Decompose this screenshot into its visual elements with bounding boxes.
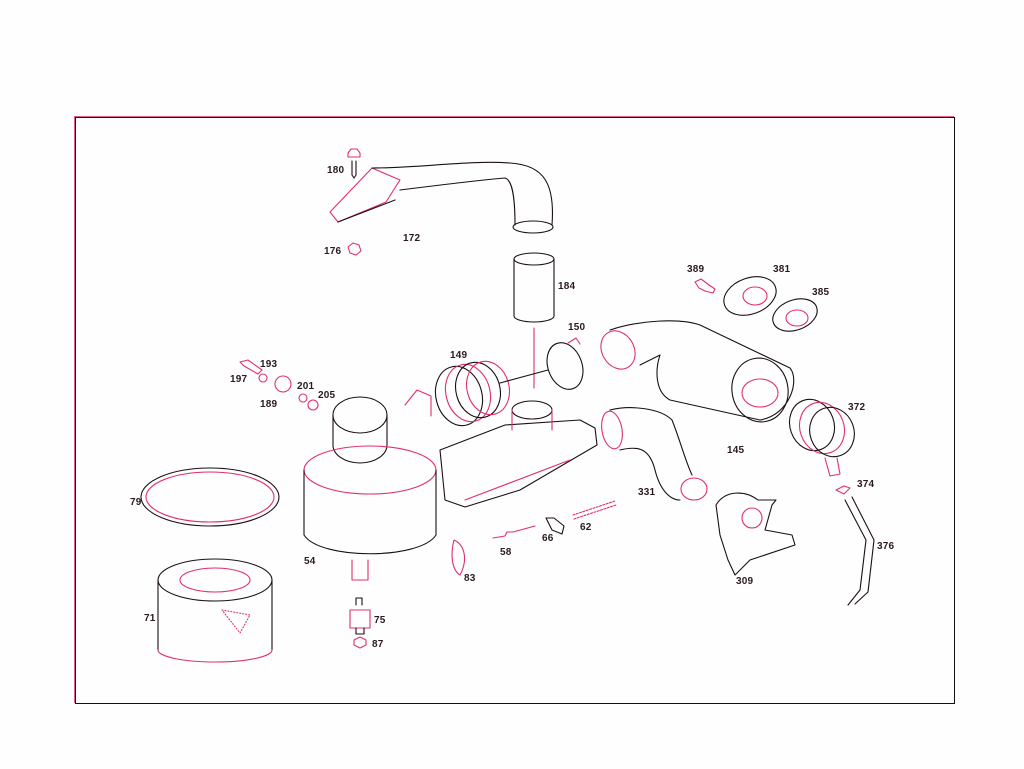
part-label-71[interactable]: 71 (144, 613, 156, 624)
part-label-309[interactable]: 309 (736, 576, 754, 587)
part-label-331[interactable]: 331 (638, 487, 656, 498)
sensor-58-icon (493, 526, 535, 538)
part-label-376[interactable]: 376 (877, 541, 895, 552)
part-label-184[interactable]: 184 (558, 281, 576, 292)
part-label-189[interactable]: 189 (260, 399, 278, 410)
clip-374-icon (836, 486, 850, 494)
part-label-83[interactable]: 83 (464, 573, 476, 584)
gasket-385-icon (768, 293, 821, 337)
pipe-331-icon (599, 408, 707, 500)
air-pipe-icon (440, 401, 597, 507)
part-label-58[interactable]: 58 (500, 547, 512, 558)
nut-87-icon (354, 637, 366, 648)
gasket-66-icon (546, 518, 564, 534)
bellows-372-icon (782, 393, 861, 476)
part-label-145[interactable]: 145 (727, 445, 745, 456)
bracket-309-icon (716, 493, 795, 575)
mounting-hardware-icon (240, 360, 318, 410)
part-label-374[interactable]: 374 (857, 479, 875, 490)
hose-clamp-150-icon (541, 338, 589, 395)
part-label-75[interactable]: 75 (374, 615, 386, 626)
part-label-205[interactable]: 205 (318, 390, 336, 401)
part-label-62[interactable]: 62 (580, 522, 592, 533)
filter-element-71-icon (158, 559, 272, 662)
part-label-150[interactable]: 150 (568, 322, 586, 333)
part-label-180[interactable]: 180 (327, 165, 345, 176)
filter-housing-54-icon (304, 390, 436, 580)
part-label-149[interactable]: 149 (450, 350, 468, 361)
part-label-197[interactable]: 197 (230, 374, 248, 385)
spring-62-icon (573, 501, 616, 519)
part-label-381[interactable]: 381 (773, 264, 791, 275)
part-label-372[interactable]: 372 (848, 402, 866, 413)
part-label-79[interactable]: 79 (130, 497, 142, 508)
part-label-201[interactable]: 201 (297, 381, 315, 392)
part-label-176[interactable]: 176 (324, 246, 342, 257)
part-label-389[interactable]: 389 (687, 264, 705, 275)
intake-duct-172-icon (330, 162, 553, 233)
part-label-193[interactable]: 193 (260, 359, 278, 370)
clip-83-icon (452, 540, 465, 575)
part-label-54[interactable]: 54 (304, 556, 316, 567)
diagram-frame (75, 117, 955, 704)
rubber-mount-75-icon (350, 598, 370, 634)
part-label-172[interactable]: 172 (403, 233, 421, 244)
nut-176-icon (348, 243, 361, 255)
part-label-87[interactable]: 87 (372, 639, 384, 650)
intake-elbow-145-icon (594, 321, 794, 427)
part-label-66[interactable]: 66 (542, 533, 554, 544)
flange-381-icon (718, 270, 781, 322)
part-label-385[interactable]: 385 (812, 287, 830, 298)
bolt-180-icon (348, 149, 360, 178)
bolt-389-icon (695, 279, 715, 293)
sleeve-184-icon (514, 253, 554, 388)
bellows-149-icon (429, 356, 548, 430)
drain-hose-376-icon (845, 497, 874, 605)
seal-ring-79-icon (141, 468, 279, 526)
